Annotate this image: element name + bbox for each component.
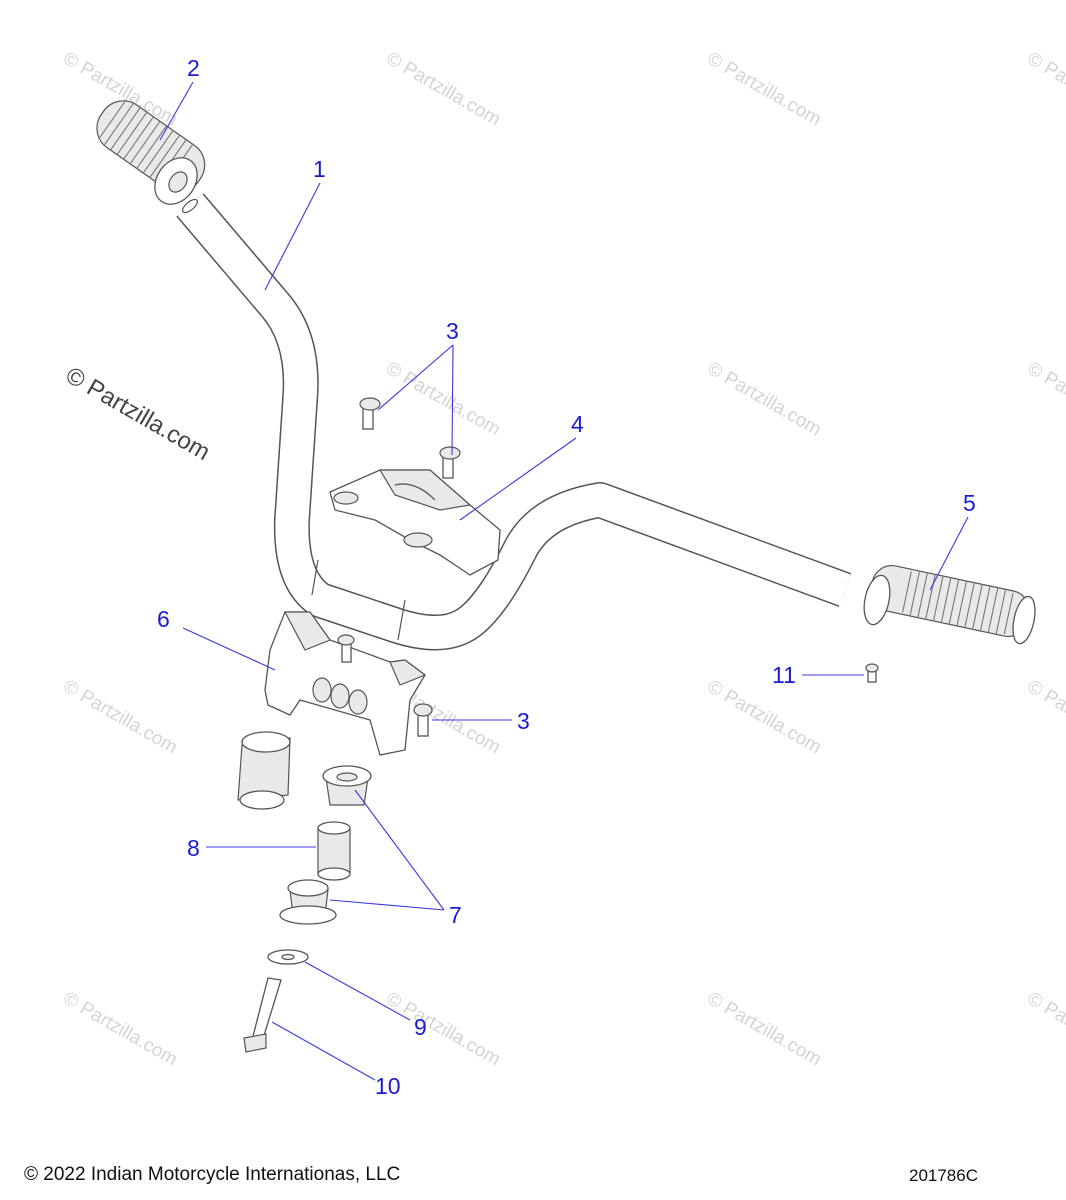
- callout-4: 4: [571, 411, 584, 437]
- watermark: © Partzilla.com: [60, 988, 181, 1070]
- watermark: © Partzilla.com: [383, 988, 504, 1070]
- callout-11: 11: [772, 662, 796, 688]
- rubber-damper: [237, 731, 291, 810]
- sleeve-part-8: [317, 821, 351, 881]
- callout-3-top: 3: [446, 318, 459, 344]
- screw-part-11: [865, 663, 879, 683]
- callouts: 1 2 3 4 5 11 6 3 8 7 9 10: [157, 55, 976, 1099]
- callout-9: 9: [414, 1014, 427, 1040]
- watermark: © Partzilla.com: [383, 48, 504, 130]
- diagram-id: 201786C: [908, 1166, 978, 1185]
- clamp-bolts-part-3: [359, 397, 461, 479]
- callout-8: 8: [187, 835, 200, 861]
- long-bolt-part-10: [243, 977, 282, 1053]
- leader-lines: [159, 81, 969, 1081]
- callout-3-lower: 3: [517, 708, 530, 734]
- watermark: © Partzilla.com: [704, 988, 825, 1070]
- watermark: © Partzilla.com: [1024, 988, 1066, 1070]
- watermark: © Partzilla.com: [704, 48, 825, 130]
- bushings-part-7: [279, 765, 372, 925]
- handlebar-part-1: [176, 193, 852, 651]
- watermark: © Partzilla.com: [1024, 676, 1066, 758]
- watermark: © Partzilla.com: [704, 676, 825, 758]
- callout-6: 6: [157, 606, 170, 632]
- right-grip-part-5: [863, 564, 1036, 645]
- callout-2: 2: [187, 55, 200, 81]
- watermark: © Partzilla.com: [383, 358, 504, 440]
- watermark: © Partzilla.com: [1024, 48, 1066, 130]
- top-clamp-part-4: [329, 469, 501, 576]
- callout-7: 7: [449, 902, 462, 928]
- callout-10: 10: [375, 1073, 401, 1099]
- callout-5: 5: [963, 490, 976, 516]
- copyright-notice: © 2022 Indian Motorcycle Internationas, …: [24, 1164, 401, 1185]
- watermark: © Partzilla.com: [704, 358, 825, 440]
- watermark-main: © Partzilla.com: [61, 362, 215, 466]
- left-grip-part-2: [96, 99, 206, 205]
- washer-part-9: [267, 949, 309, 965]
- riser-part-6: [264, 611, 427, 756]
- callout-1: 1: [313, 156, 326, 182]
- riser-bolt-part-3: [413, 703, 433, 737]
- watermark: © Partzilla.com: [60, 676, 181, 758]
- watermark: © Partzilla.com: [1024, 358, 1066, 440]
